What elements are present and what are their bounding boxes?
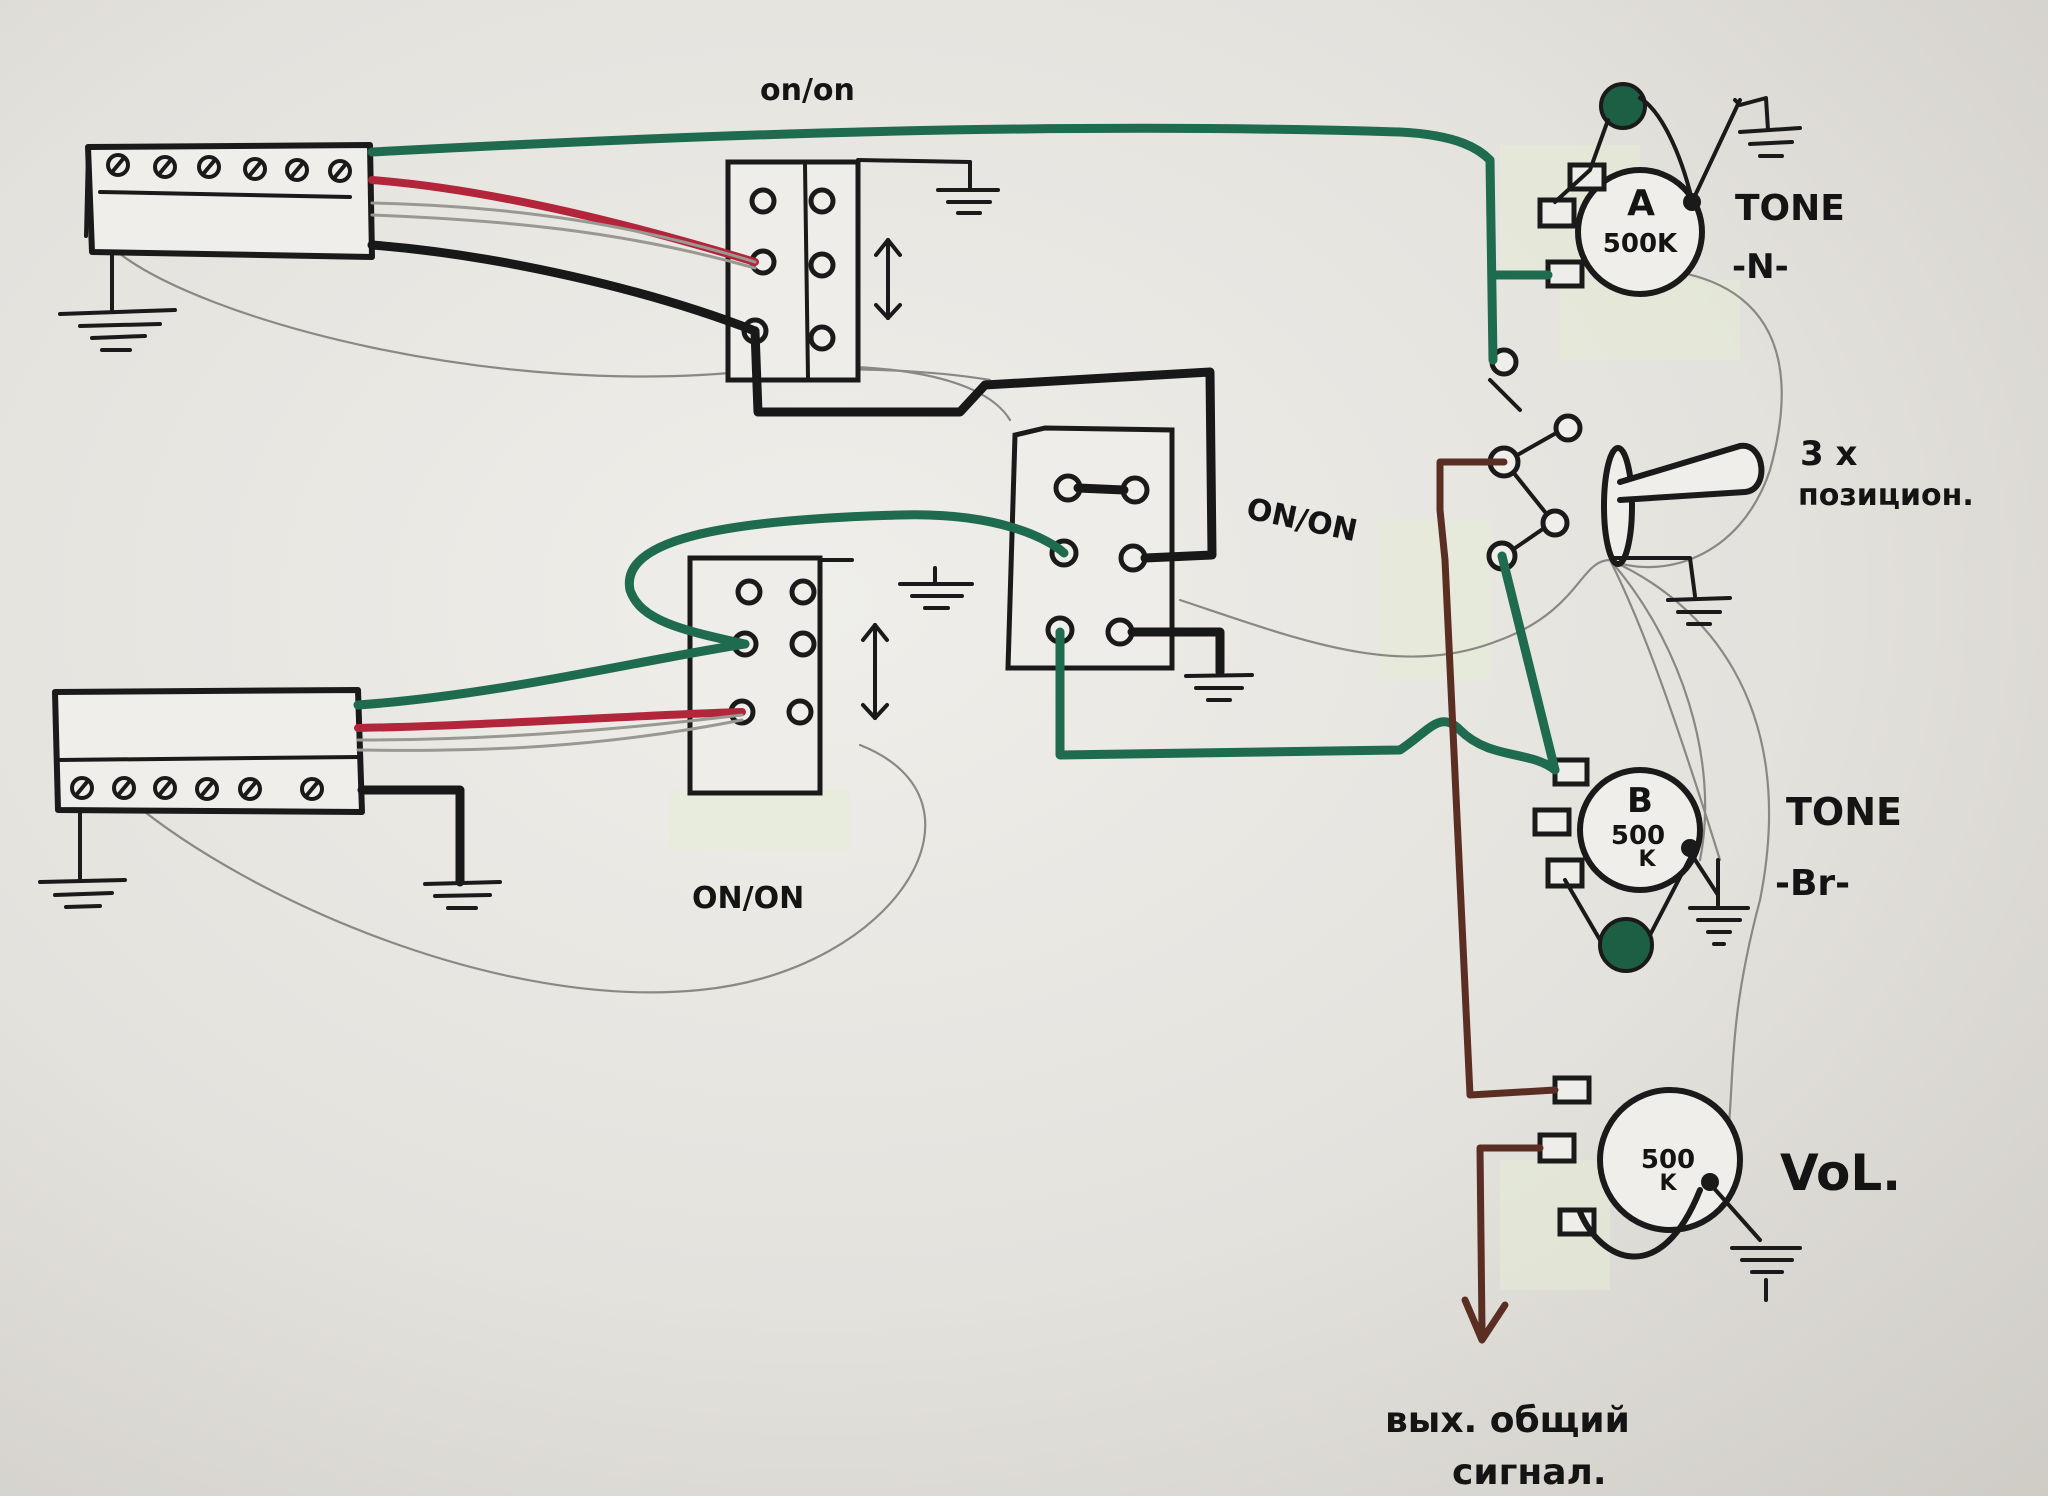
pot-a-letter: A <box>1627 183 1655 224</box>
pole-screws <box>70 776 324 801</box>
ground-symbol <box>1610 556 1732 626</box>
label-output-line1: вых. общий <box>1385 1400 1630 1441</box>
phase-switch[interactable] <box>1005 425 1175 671</box>
capacitor-bridge <box>1563 856 1692 973</box>
label-tone-neck-sub: -N- <box>1732 247 1789 287</box>
ground-symbol <box>1127 627 1254 702</box>
label-selector-title: 3 x <box>1800 434 1857 474</box>
tape-patch <box>670 790 850 850</box>
label-top-switch: on/on <box>760 73 855 108</box>
pole-screws <box>106 153 352 183</box>
ground-symbol <box>1730 1246 1802 1302</box>
pencil-ground-wires <box>113 248 1783 1182</box>
wires <box>353 123 1560 1334</box>
pot-volume-value: 500 <box>1641 1145 1695 1175</box>
neck-pickup[interactable] <box>84 142 375 260</box>
pot-b-unit: K <box>1638 847 1656 872</box>
label-tone-bridge-sub: -Br- <box>1775 863 1850 904</box>
pot-b-letter: B <box>1627 781 1653 821</box>
tape-patch <box>1380 520 1490 680</box>
ground-symbol <box>898 566 974 610</box>
label-tone-neck: TONE <box>1735 188 1845 229</box>
pot-tone-neck[interactable]: A 500K <box>1537 96 1770 297</box>
label-tone-bridge: TONE <box>1786 790 1902 834</box>
ground-symbol <box>357 785 502 910</box>
pot-volume-unit: K <box>1659 1171 1677 1196</box>
ground-symbol <box>1688 858 1750 946</box>
ground-symbol <box>38 810 127 909</box>
ground-symbol <box>1738 126 1802 158</box>
solder-point <box>1681 839 1699 857</box>
label-middle-switch: ON/ON <box>1243 492 1360 550</box>
capacitor-neck <box>1553 82 1694 204</box>
coil-split-switch-neck[interactable] <box>725 158 972 383</box>
pot-tone-bridge[interactable]: B 500 K <box>1532 757 1720 897</box>
ground-symbol <box>58 254 177 352</box>
double-arrow-icon <box>874 238 902 320</box>
three-way-toggle[interactable] <box>1486 347 1765 572</box>
label-selector-subtitle: позицион. <box>1798 478 1974 513</box>
ground-symbol <box>936 160 1000 215</box>
pot-b-value: 500 <box>1611 821 1665 851</box>
coil-split-switch-bridge[interactable] <box>687 555 889 796</box>
double-arrow-icon <box>861 623 889 720</box>
bridge-pickup[interactable] <box>52 687 365 815</box>
pot-a-value: 500K <box>1603 229 1678 259</box>
label-bottom-switch: ON/ON <box>692 881 804 916</box>
output-arrow-icon <box>1461 1296 1509 1344</box>
pot-volume[interactable]: 500 K <box>1537 1075 1762 1260</box>
label-output-line2: сигнал. <box>1452 1452 1607 1493</box>
label-volume: VoL. <box>1780 1144 1901 1202</box>
